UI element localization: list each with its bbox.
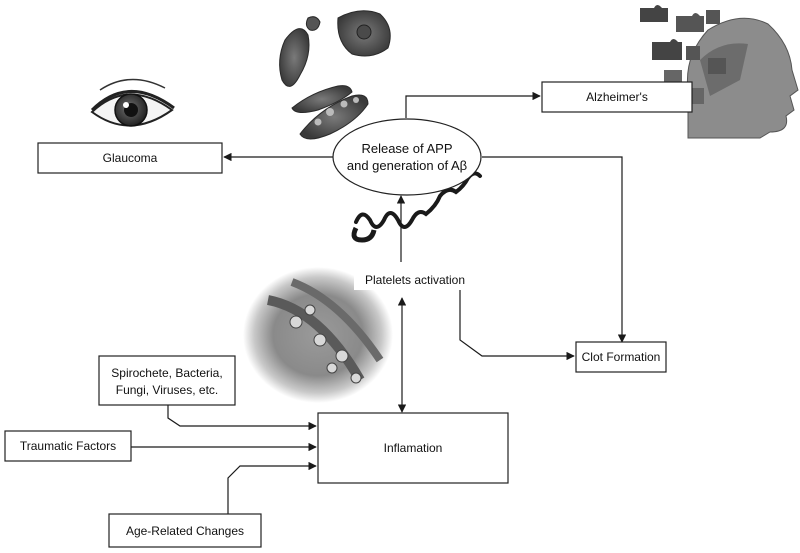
alzheimers-node: Alzheimer's bbox=[541, 81, 693, 113]
traumatic-factors-label: Traumatic Factors bbox=[20, 439, 116, 453]
release-app-node: Release of APP and generation of Aβ bbox=[332, 118, 482, 196]
connectors bbox=[131, 91, 627, 514]
inflammation-label: Inflamation bbox=[384, 441, 443, 455]
age-related-changes-node: Age-Related Changes bbox=[108, 513, 262, 548]
age-related-changes-label: Age-Related Changes bbox=[126, 524, 244, 538]
amyloid-cells-micrograph bbox=[279, 10, 391, 140]
eye-illustration bbox=[90, 78, 175, 127]
release-app-line1: Release of APP bbox=[361, 141, 452, 156]
head-with-puzzle-pieces bbox=[640, 5, 799, 139]
platelets-node: Platelets activation bbox=[354, 268, 478, 290]
clot-formation-label: Clot Formation bbox=[582, 350, 661, 364]
traumatic-factors-node: Traumatic Factors bbox=[4, 430, 132, 462]
protein-helix-illustration bbox=[351, 171, 482, 243]
release-app-line2: and generation of Aβ bbox=[347, 158, 467, 173]
pathogens-line2: Fungi, Viruses, etc. bbox=[116, 383, 219, 397]
inflammation-node: Inflamation bbox=[317, 412, 509, 484]
pathogens-line1: Spirochete, Bacteria, bbox=[111, 366, 222, 380]
glaucoma-label: Glaucoma bbox=[103, 151, 158, 165]
platelets-label: Platelets activation bbox=[365, 273, 465, 287]
glaucoma-node: Glaucoma bbox=[37, 142, 223, 174]
clot-formation-node: Clot Formation bbox=[575, 341, 667, 373]
blood-vessel-micrograph bbox=[243, 267, 393, 403]
alzheimers-label: Alzheimer's bbox=[586, 90, 648, 104]
pathogens-node: Spirochete, Bacteria, Fungi, Viruses, et… bbox=[98, 355, 236, 406]
